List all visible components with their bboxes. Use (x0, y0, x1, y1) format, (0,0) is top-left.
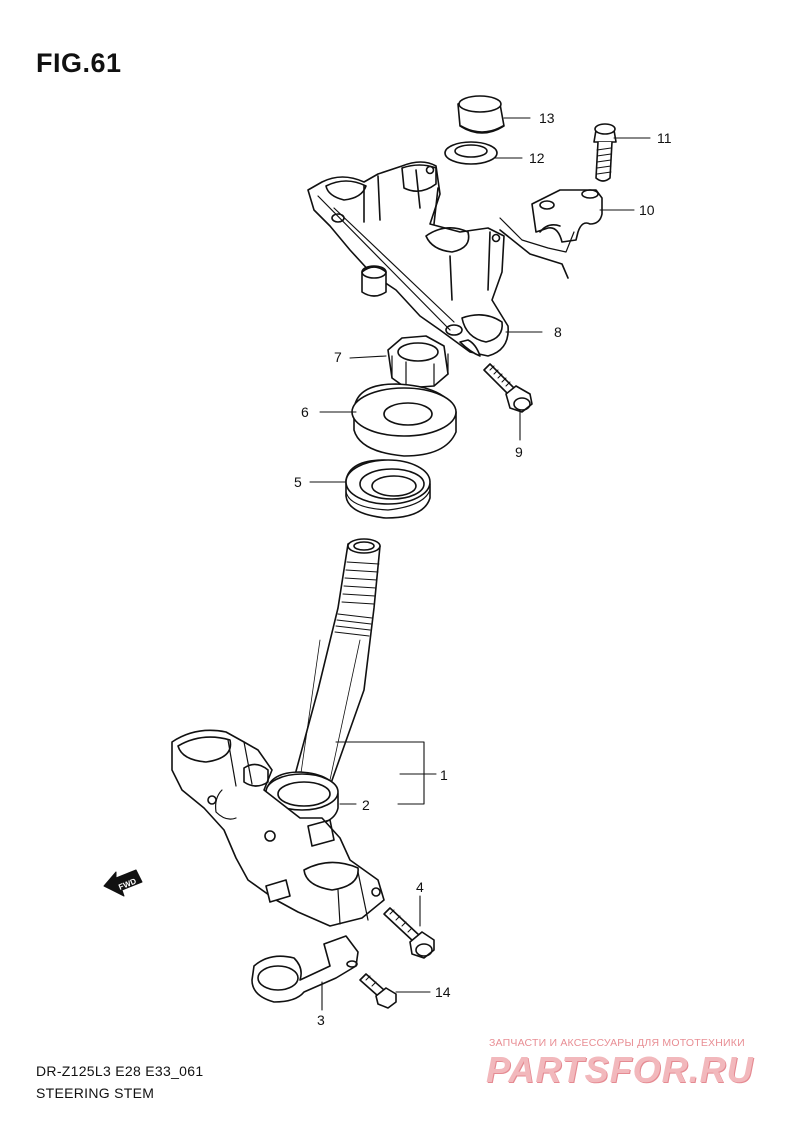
callout-10: 10 (639, 202, 655, 218)
callout-3: 3 (317, 1012, 325, 1028)
callout-13: 13 (539, 110, 555, 126)
figure-title: FIG.61 (36, 48, 122, 78)
callout-14: 14 (435, 984, 451, 1000)
leader-lines (309, 117, 651, 1011)
part-14-bolt[interactable] (359, 973, 397, 1009)
part-12-washer[interactable] (444, 141, 498, 165)
part-9-bolt[interactable] (483, 363, 533, 413)
callout-1: 1 (440, 767, 448, 783)
part-4-bolt[interactable] (383, 907, 435, 959)
model-code: DR-Z125L3 E28 E33_061 (36, 1063, 204, 1079)
callout-4: 4 (416, 879, 424, 895)
callout-6: 6 (301, 404, 309, 420)
callout-5: 5 (294, 474, 302, 490)
part-5-bearing[interactable] (345, 459, 431, 519)
part-1-steering-stem[interactable] (291, 538, 381, 787)
part-2-lower-bearing[interactable] (265, 771, 339, 827)
diagram-subtitle: STEERING STEM (36, 1085, 155, 1101)
callout-8: 8 (554, 324, 562, 340)
part-13-cap[interactable] (457, 95, 505, 134)
part-11-bolt[interactable] (593, 123, 617, 182)
lower-bracket (171, 729, 385, 927)
part-3-hose-guide[interactable] (251, 935, 359, 1003)
callout-11: 11 (657, 130, 672, 146)
watermark-tagline: ЗАПЧАСТИ И АКСЕССУАРЫ ДЛЯ МОТОТЕХНИКИ (489, 1037, 745, 1049)
part-8-upper-bracket[interactable] (307, 161, 575, 357)
watermark-logo: PARTSFOR.RU (486, 1049, 754, 1090)
callout-9: 9 (515, 444, 523, 460)
fwd-arrow-icon: FWD (103, 869, 143, 897)
callout-7: 7 (334, 349, 342, 365)
part-10-handlebar-holder[interactable] (531, 189, 603, 243)
part-6-dust-seal[interactable] (351, 383, 457, 457)
callout-12: 12 (529, 150, 545, 166)
callout-2: 2 (362, 797, 370, 813)
part-7-nut[interactable] (387, 335, 449, 389)
